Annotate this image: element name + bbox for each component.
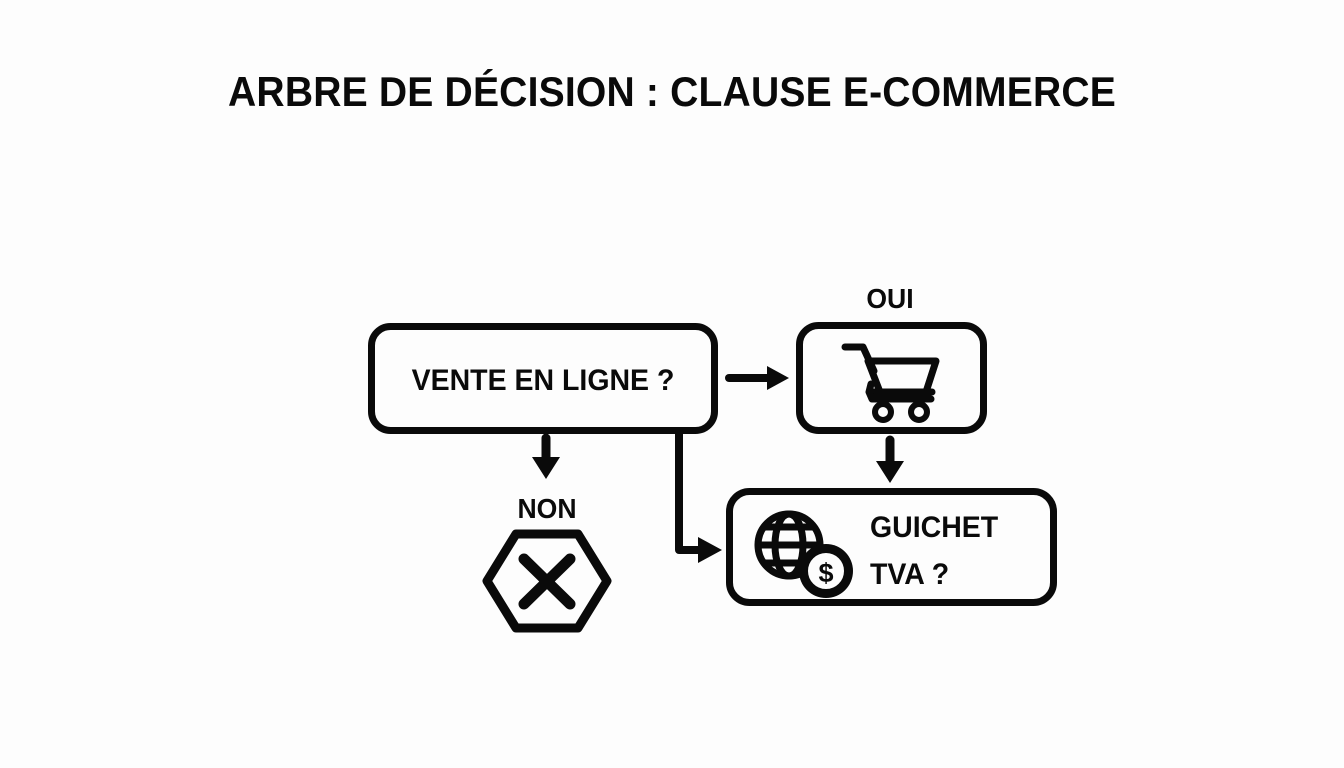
edge-label-oui: OUI xyxy=(866,282,913,314)
connector-vente-to-guichet xyxy=(675,430,722,563)
edge-label-non: NON xyxy=(517,492,576,524)
node-oui-cart[interactable] xyxy=(796,322,987,434)
node-non-stop[interactable] xyxy=(482,529,612,633)
page-title: ARBRE DE DÉCISION : CLAUSE E-COMMERCE xyxy=(228,68,1116,115)
globe-dollar-coin xyxy=(802,547,850,595)
shopping-cart-icon xyxy=(841,343,940,403)
globe-dollar-icon: $ xyxy=(754,510,853,598)
connector-vente-to-non xyxy=(532,433,560,479)
connector-cart-to-guichet xyxy=(876,435,904,483)
connector-vente-to-guichet-line xyxy=(675,430,704,554)
node-guichet-tva-box xyxy=(726,488,1057,606)
node-vente-en-ligne-box xyxy=(368,323,718,434)
connector-vente-to-cart xyxy=(725,366,789,390)
node-non-stop-hexagon xyxy=(482,529,612,633)
node-guichet-tva-label-line-2: TVA ? xyxy=(870,558,949,591)
connector-vente-to-non-arrowhead xyxy=(532,457,560,479)
dollar-sign-icon: $ xyxy=(818,558,833,588)
cart-wheel-left-icon xyxy=(872,401,894,423)
node-oui-cart-box xyxy=(796,322,987,434)
cross-x-icon xyxy=(518,553,576,610)
connector-vente-to-guichet-arrowhead xyxy=(698,537,722,563)
node-vente-en-ligne-label: VENTE EN LIGNE ? xyxy=(412,364,675,397)
node-guichet-tva-label-line-1: GUICHET xyxy=(870,511,998,544)
node-guichet-tva[interactable]: $ GUICHET TVA ? xyxy=(726,488,1057,606)
node-vente-en-ligne[interactable]: VENTE EN LIGNE ? xyxy=(368,323,718,434)
connector-cart-to-guichet-arrowhead xyxy=(876,461,904,483)
cart-wheel-right-icon xyxy=(908,401,930,423)
connector-vente-to-cart-arrowhead xyxy=(767,366,789,390)
